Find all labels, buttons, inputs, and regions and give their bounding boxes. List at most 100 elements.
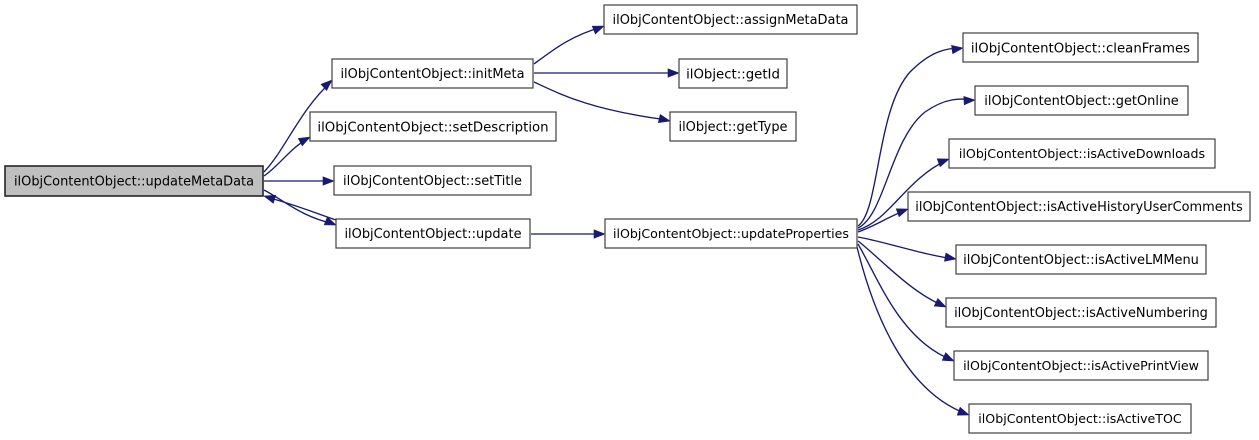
- graph-node-update[interactable]: ilObjContentObject::update: [335, 218, 531, 249]
- edge-updateProperties-to-cleanFrames: [857, 44, 964, 227]
- node-label: ilObjContentObject::isActiveHistoryUserC…: [915, 200, 1243, 215]
- arrowhead-icon: [657, 113, 671, 123]
- node-box[interactable]: [333, 165, 532, 196]
- arrowhead-icon: [936, 158, 950, 168]
- node-box[interactable]: [678, 58, 788, 89]
- graph-node-setDescription[interactable]: ilObjContentObject::setDescription: [309, 111, 557, 142]
- arrowhead-icon: [322, 176, 335, 186]
- node-label: ilObjContentObject::assignMetaData: [613, 13, 849, 28]
- graph-node-isActivePrintView[interactable]: ilObjContentObject::isActivePrintView: [953, 350, 1209, 381]
- node-label: ilObjContentObject::updateProperties: [613, 226, 849, 241]
- edge-line: [857, 47, 962, 227]
- edges-layer: [263, 25, 976, 416]
- edge-line: [533, 26, 603, 65]
- arrowhead-icon: [944, 252, 957, 262]
- edge-updateProperties-to-isActiveLMMenu: [857, 236, 957, 262]
- edge-updateProperties-to-isActiveDownloads: [857, 158, 950, 231]
- arrowhead-icon: [593, 229, 606, 239]
- arrowhead-icon: [320, 79, 333, 92]
- edge-updateProperties-to-getOnline: [857, 95, 976, 229]
- edge-updateProperties-to-isActivePrintView: [857, 243, 955, 362]
- edge-line: [857, 236, 955, 260]
- arrowhead-icon: [895, 208, 909, 218]
- graph-node-cleanFrames[interactable]: ilObjContentObject::cleanFrames: [962, 32, 1199, 63]
- node-box[interactable]: [669, 111, 797, 142]
- arrowhead-icon: [951, 44, 964, 55]
- node-label: ilObjContentObject::cleanFrames: [971, 42, 1190, 57]
- node-label: ilObject::getType: [678, 120, 787, 135]
- node-box[interactable]: [335, 218, 531, 249]
- node-box[interactable]: [309, 111, 557, 142]
- node-label: ilObjContentObject::getOnline: [984, 94, 1179, 109]
- arrowhead-icon: [263, 194, 277, 204]
- graph-node-isActiveLMMenu[interactable]: ilObjContentObject::isActiveLMMenu: [955, 244, 1207, 275]
- graph-node-isActiveDownloads[interactable]: ilObjContentObject::isActiveDownloads: [948, 138, 1216, 169]
- node-label: ilObjContentObject::updateMetaData: [14, 175, 254, 190]
- node-label: ilObjContentObject::isActiveDownloads: [959, 146, 1205, 161]
- graph-node-updateMetaData[interactable]: ilObjContentObject::updateMetaData: [4, 165, 264, 197]
- graph-node-getType[interactable]: ilObject::getType: [669, 111, 797, 142]
- edge-update-to-updateProperties: [531, 229, 606, 239]
- node-box[interactable]: [962, 32, 1199, 63]
- node-box[interactable]: [4, 165, 264, 197]
- node-box[interactable]: [955, 244, 1207, 275]
- edge-update-to-updateMetaData: [263, 194, 337, 221]
- arrowhead-icon: [963, 95, 976, 106]
- edge-initMeta-to-assignMetaData: [533, 25, 605, 65]
- node-label: ilObjContentObject::initMeta: [340, 67, 524, 82]
- graph-node-isActiveHistoryUserComments[interactable]: ilObjContentObject::isActiveHistoryUserC…: [907, 191, 1251, 222]
- edge-updateMetaData-to-setDescription: [263, 136, 311, 177]
- arrowhead-icon: [941, 352, 955, 362]
- graph-node-isActiveNumbering[interactable]: ilObjContentObject::isActiveNumbering: [945, 297, 1217, 328]
- node-label: ilObject::getId: [686, 68, 780, 83]
- node-box[interactable]: [945, 297, 1217, 328]
- node-label: ilObjContentObject::isActiveTOC: [978, 411, 1182, 426]
- edge-updateMetaData-to-initMeta: [263, 79, 333, 173]
- graph-node-getId[interactable]: ilObject::getId: [678, 58, 788, 89]
- node-box[interactable]: [968, 403, 1192, 434]
- edge-line: [857, 159, 948, 231]
- node-box[interactable]: [331, 58, 534, 89]
- node-box[interactable]: [974, 85, 1189, 116]
- arrowhead-icon: [956, 406, 970, 416]
- edge-line: [533, 81, 669, 121]
- arrowhead-icon: [933, 298, 947, 308]
- edge-line: [263, 189, 335, 225]
- graph-node-initMeta[interactable]: ilObjContentObject::initMeta: [331, 58, 534, 89]
- arrowhead-icon: [667, 68, 680, 78]
- edge-line: [857, 243, 953, 361]
- edge-updateProperties-to-isActiveNumbering: [857, 240, 947, 308]
- edge-line: [857, 240, 945, 307]
- node-label: ilObjContentObject::isActiveLMMenu: [963, 253, 1199, 268]
- node-box[interactable]: [953, 350, 1209, 381]
- node-box[interactable]: [604, 218, 858, 249]
- arrowhead-icon: [323, 216, 337, 226]
- edge-line: [856, 246, 968, 415]
- graph-node-assignMetaData[interactable]: ilObjContentObject::assignMetaData: [603, 4, 858, 35]
- node-box[interactable]: [907, 191, 1251, 222]
- edge-initMeta-to-getId: [534, 68, 680, 78]
- graph-node-setTitle[interactable]: ilObjContentObject::setTitle: [333, 165, 532, 196]
- edge-line: [857, 98, 974, 229]
- arrowhead-icon: [591, 25, 605, 35]
- edge-updateMetaData-to-setTitle: [264, 176, 335, 186]
- edge-line: [265, 196, 337, 221]
- node-label: ilObjContentObject::setTitle: [343, 174, 522, 189]
- edge-updateProperties-to-isActiveTOC: [856, 246, 970, 416]
- edge-line: [263, 81, 332, 173]
- node-label: ilObjContentObject::isActivePrintView: [963, 358, 1199, 373]
- graph-node-isActiveTOC[interactable]: ilObjContentObject::isActiveTOC: [968, 403, 1192, 434]
- graph-node-getOnline[interactable]: ilObjContentObject::getOnline: [974, 85, 1189, 116]
- node-box[interactable]: [603, 4, 858, 35]
- node-label: ilObjContentObject::update: [344, 227, 521, 242]
- node-label: ilObjContentObject::isActiveNumbering: [954, 306, 1208, 321]
- edge-initMeta-to-getType: [533, 81, 671, 123]
- node-box[interactable]: [948, 138, 1216, 169]
- edge-updateProperties-to-isActiveHistoryUserComments: [857, 208, 909, 233]
- graph-node-updateProperties[interactable]: ilObjContentObject::updateProperties: [604, 218, 858, 249]
- arrowhead-icon: [297, 136, 311, 147]
- node-label: ilObjContentObject::setDescription: [317, 121, 548, 136]
- edge-updateMetaData-to-update: [263, 189, 337, 226]
